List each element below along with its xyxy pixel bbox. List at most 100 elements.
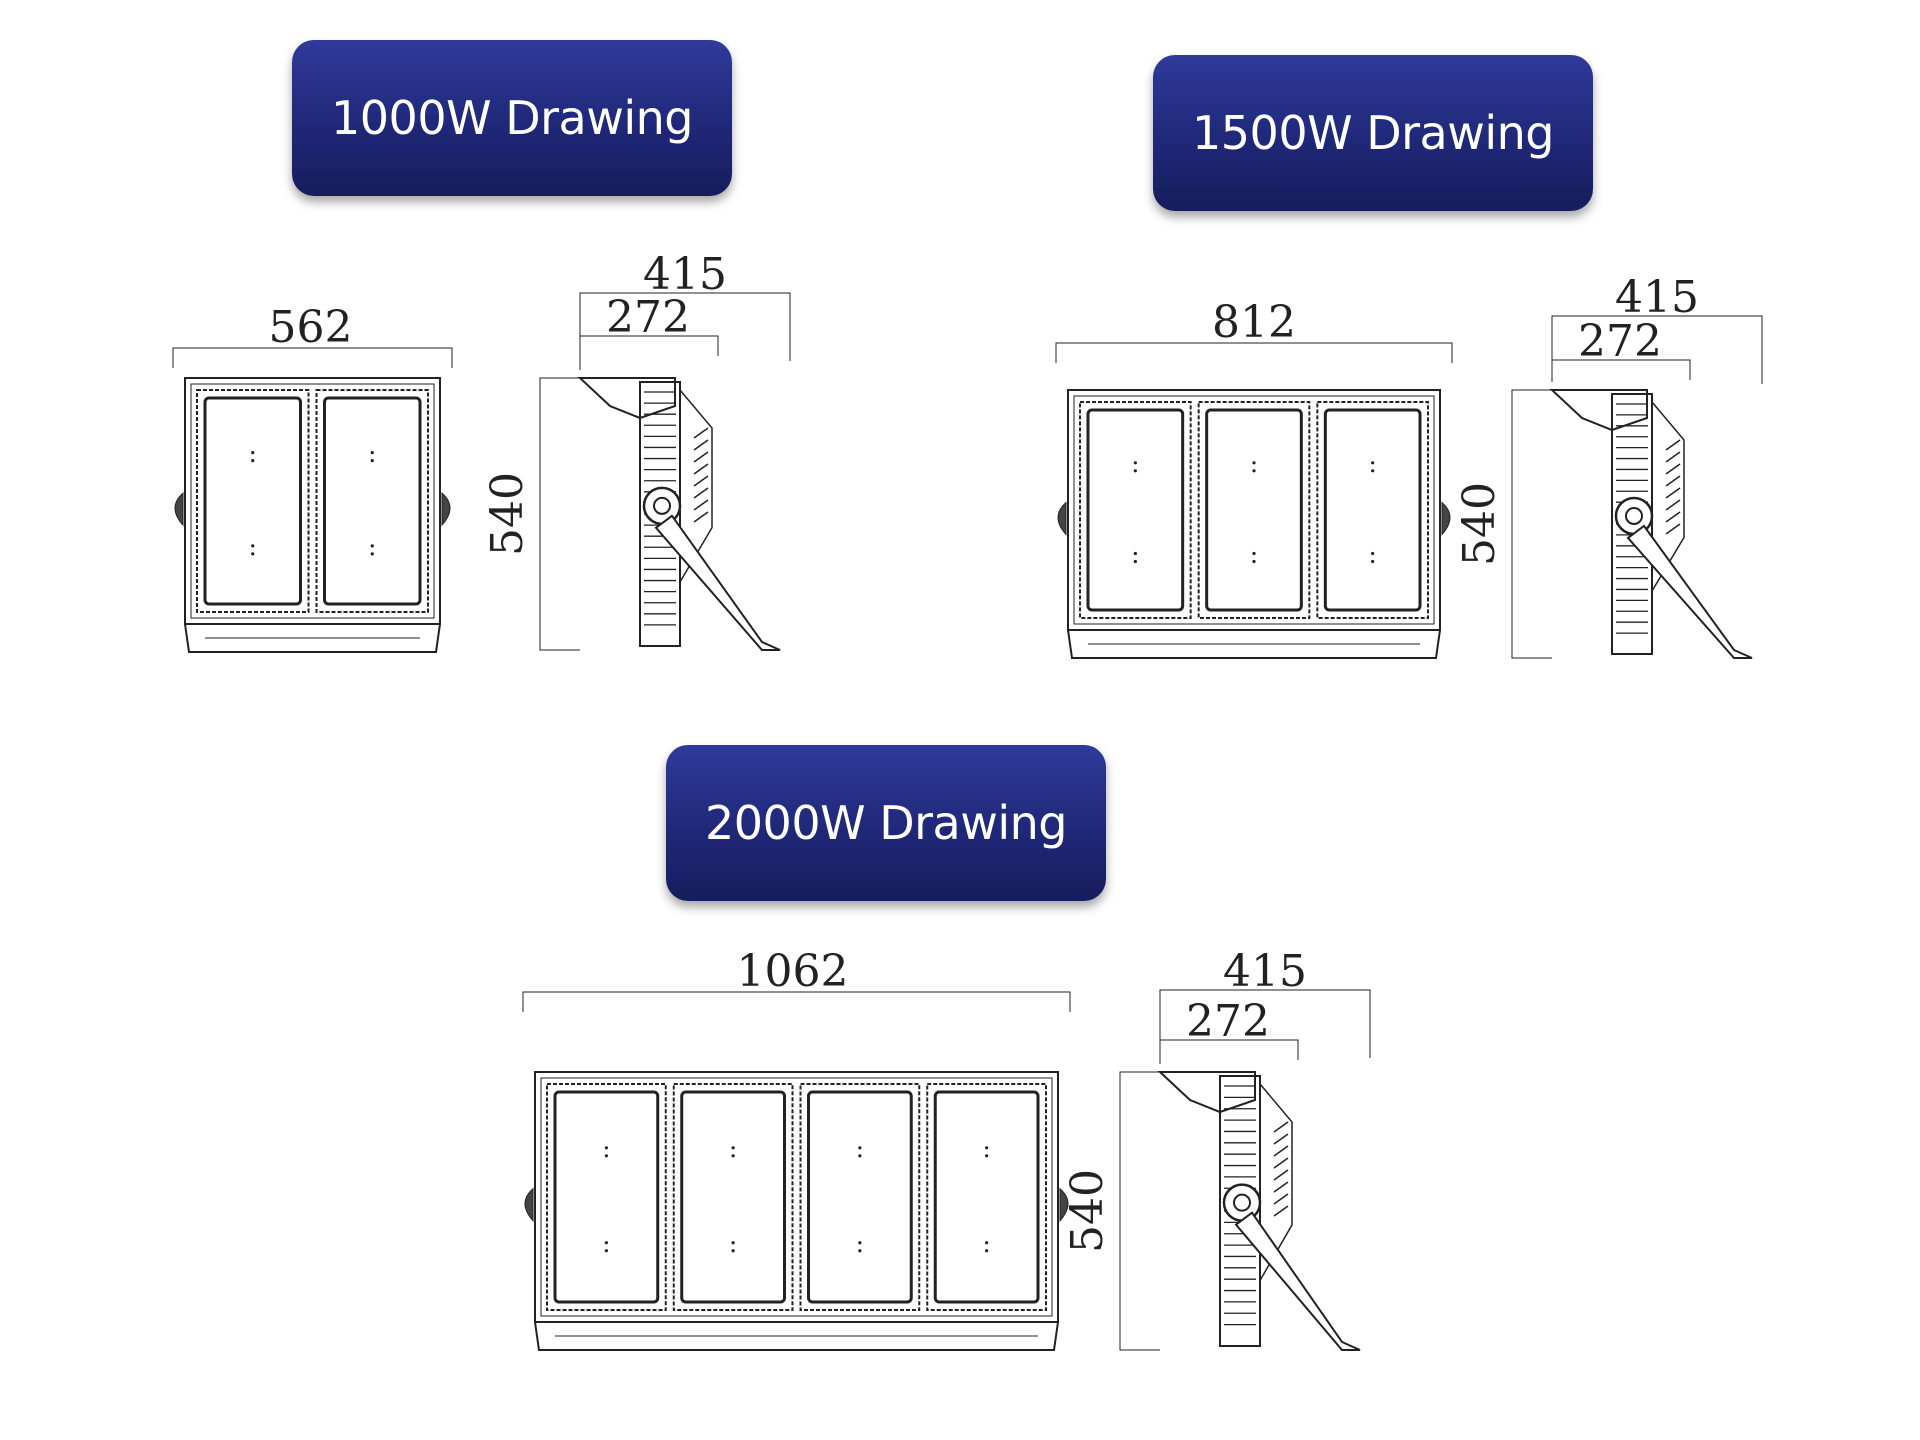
- side-view: [1549, 389, 1753, 659]
- pivot-center: [1233, 1193, 1251, 1212]
- width-dimension-line: [172, 347, 453, 368]
- height-dimension-label: 540: [1454, 482, 1505, 566]
- panel-dot: [1133, 559, 1137, 564]
- front-view: [174, 377, 451, 653]
- vent-slot: [1665, 499, 1681, 511]
- led-panel: [323, 396, 422, 606]
- pivot-center: [1625, 506, 1643, 525]
- vent-slot: [1273, 1133, 1289, 1145]
- side-knob-left: [174, 491, 184, 527]
- side-view: [1157, 1071, 1361, 1351]
- side-body: [1219, 1075, 1261, 1347]
- bottom-bracket: [534, 1321, 1059, 1351]
- front-view: [524, 1071, 1069, 1351]
- side-view: [577, 377, 781, 651]
- vent-slot: [693, 487, 709, 499]
- panel-dot: [985, 1241, 989, 1245]
- bottom-bracket: [1067, 629, 1441, 659]
- side-knob-right: [1441, 501, 1451, 536]
- led-panel-frame: [799, 1083, 921, 1311]
- panel-dot: [858, 1154, 862, 1158]
- partial-depth-label: 272: [1186, 996, 1270, 1047]
- vent-slot: [1273, 1205, 1289, 1217]
- side-knob-right: [1059, 1187, 1069, 1223]
- panel-dot: [858, 1241, 862, 1245]
- side-knob-right: [441, 491, 451, 527]
- panel-dot: [731, 1249, 735, 1253]
- vent-slot: [1665, 487, 1681, 499]
- led-panel-frame: [1316, 401, 1430, 619]
- vent-slot: [693, 439, 709, 451]
- vent-slot: [1665, 475, 1681, 487]
- vent-slot: [1273, 1145, 1289, 1157]
- total-depth-dimension-line: [1551, 315, 1763, 384]
- led-panel-frame: [546, 1083, 667, 1311]
- pivot-center: [653, 496, 671, 515]
- led-panel: [1086, 408, 1185, 612]
- housing-inner: [540, 1077, 1053, 1317]
- total-depth-label: 415: [643, 249, 727, 300]
- side-knob-left: [524, 1187, 534, 1223]
- led-panel-frame: [1079, 401, 1192, 619]
- panel-dot: [251, 459, 255, 463]
- vent-slot: [1273, 1121, 1289, 1133]
- width-dimension-label: 1062: [737, 946, 849, 997]
- panel-dot: [1133, 461, 1137, 465]
- partial-depth-dimension-line: [1160, 1039, 1299, 1060]
- panel-dot: [985, 1154, 989, 1158]
- vent-slot: [1273, 1193, 1289, 1205]
- mount-arm: [1549, 389, 1648, 432]
- led-panel-frame: [196, 389, 310, 613]
- width-dimension-line: [1055, 342, 1453, 363]
- panel-dot: [370, 459, 374, 463]
- panel-dot: [604, 1146, 608, 1150]
- panel-dot: [1252, 469, 1256, 473]
- vent-slot: [693, 427, 709, 439]
- total-depth-label: 415: [1223, 946, 1307, 997]
- partial-depth-label: 272: [606, 292, 690, 343]
- panel-dot: [731, 1146, 735, 1150]
- panel-dot: [251, 552, 255, 556]
- panel-dot: [370, 451, 374, 455]
- panel-dot: [858, 1146, 862, 1150]
- side-knob-left: [1057, 501, 1067, 536]
- vent-slot: [693, 499, 709, 511]
- total-depth-label: 415: [1615, 272, 1699, 323]
- vent-slot: [1665, 511, 1681, 523]
- vent-slot: [693, 475, 709, 487]
- vent-slot: [1665, 451, 1681, 463]
- vent-slot: [1273, 1157, 1289, 1169]
- led-panel-frame: [1197, 401, 1311, 619]
- partial-depth-label: 272: [1578, 316, 1662, 367]
- housing-outer: [184, 377, 441, 625]
- panel-dot: [731, 1241, 735, 1245]
- panel-dot: [1252, 551, 1256, 556]
- title-2000w-drawing: 2000W Drawing: [666, 745, 1106, 901]
- partial-depth-dimension-line: [580, 335, 719, 356]
- panel-dot: [1252, 559, 1256, 564]
- vent-slot: [1665, 523, 1681, 535]
- panel-dot: [604, 1154, 608, 1158]
- panel-dot: [370, 552, 374, 556]
- led-panel: [680, 1090, 786, 1304]
- led-panel: [553, 1090, 660, 1304]
- vent-slot: [1665, 463, 1681, 475]
- title-1500w-drawing: 1500W Drawing: [1153, 55, 1593, 211]
- total-depth-dimension-line: [1159, 989, 1371, 1064]
- bracket-leg: [654, 514, 781, 651]
- mount-arm: [577, 377, 676, 420]
- panel-dot: [985, 1249, 989, 1253]
- vent-slot: [1273, 1181, 1289, 1193]
- mount-arm: [1157, 1071, 1256, 1114]
- side-body: [639, 381, 681, 647]
- panel-dot: [1371, 551, 1375, 556]
- height-dimension-line: [539, 377, 580, 651]
- width-dimension-line: [522, 991, 1071, 1012]
- led-panel: [1205, 408, 1303, 612]
- vent-slot: [1273, 1169, 1289, 1181]
- panel-dot: [1133, 469, 1137, 473]
- led-panel-frame: [926, 1083, 1047, 1311]
